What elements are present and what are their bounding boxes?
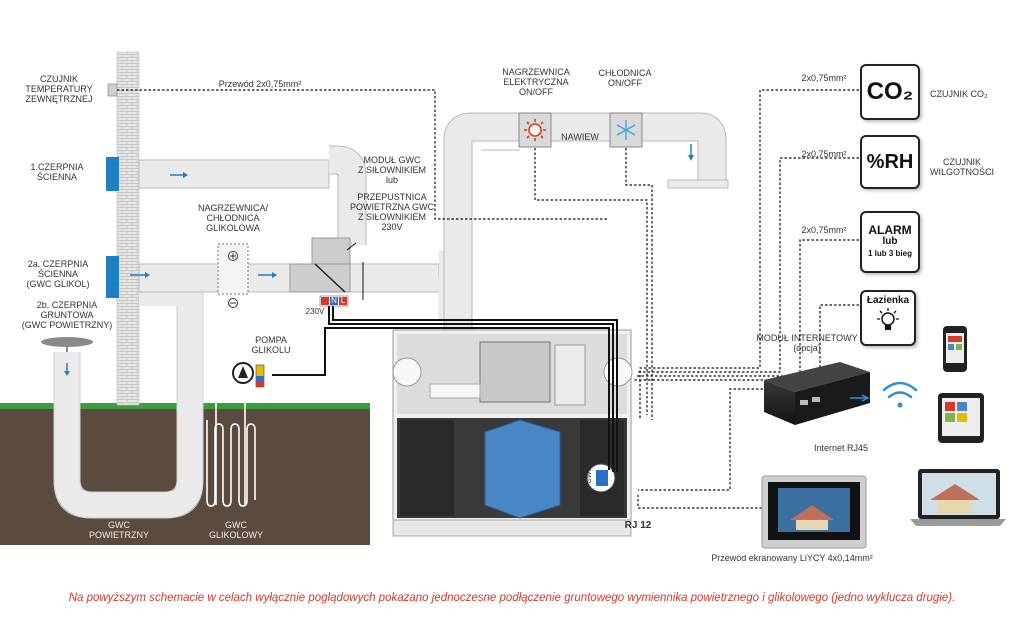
outdoor-sensor-label: CZUJNIK TEMPERATURY ZEWNĘTRZNEJ [25, 74, 93, 104]
wire-alarm-label: 2x0,75mm² [801, 225, 847, 235]
lightbulb-icon [877, 308, 899, 330]
plug-n-label: N [331, 296, 337, 305]
outdoor-temperature-sensor [107, 83, 118, 97]
gwc-glycol-label: GWC GLIKOLOWY [208, 520, 263, 540]
arrow-icon [850, 394, 870, 402]
footnote: Na powyższym schemacie w celach wyłączni… [68, 592, 956, 604]
wall-intake-2a [106, 256, 119, 298]
air-ground-loop [41, 280, 204, 519]
bathroom-switch: Łazienka [860, 290, 916, 346]
wire-co2-label: 2x0,75mm² [801, 73, 847, 83]
glycol-ground-loop [206, 300, 256, 507]
shielded-cable-label: Przewód ekranowany LiYCY 4x0,14mm² [711, 553, 873, 563]
phone-icon [943, 326, 967, 372]
intake-2b-label: 2b. CZERPNIA GRUNTOWA (GWC POWIETRZNY) [21, 300, 113, 330]
alarm-title: ALARM [868, 223, 912, 237]
alarm-lub: lub [882, 236, 898, 247]
glycol-coil [217, 243, 249, 308]
air-handling-unit [392, 329, 633, 537]
wall-intake-1 [106, 157, 119, 191]
gwc-damper-label: PRZEPUSTNICA POWIETRZNA GWC Z SIŁOWNIKIE… [350, 192, 434, 232]
internet-module-label: MODUŁ INTERNETOWY (opcja) [756, 333, 858, 353]
wire-rh-label: 2x0,75mm² [801, 149, 847, 159]
laptop-icon [910, 469, 1006, 526]
internet-rj45-label: Internet RJ45 [813, 443, 869, 453]
supply-duct [443, 112, 729, 330]
rh-text: %RH [866, 150, 914, 173]
intake-1-label: 1.CZERPNIA ŚCIENNA [30, 162, 84, 182]
internet-module-device [764, 362, 870, 425]
heater-label: NAGRZEWNICA ELEKTRYCZNA ON/OFF [502, 67, 570, 97]
control-panel [761, 475, 867, 549]
brick-wall [116, 51, 140, 406]
co2-sensor: CO₂ [860, 64, 920, 120]
bath-text: Łazienka [866, 295, 910, 306]
intake-2a-label: 2a. CZERPNIA ŚCIENNA (GWC GLIKOL) [26, 259, 90, 289]
alarm-switch: ALARM lub 1 lub 3 bieg [860, 211, 920, 273]
power-cables [272, 306, 618, 472]
plug-l-label: L [340, 296, 346, 305]
gwc-unit-wire [346, 242, 364, 300]
glycol-pump [232, 362, 265, 388]
gwc-module-label: MODUŁ GWC Z SIŁOWNIKIEM lub [357, 155, 426, 185]
cooler-label: CHŁODNICA ON/OFF [598, 68, 652, 88]
supply-label: NAWIEW [561, 132, 599, 142]
tablet-icon [938, 393, 984, 443]
gwc-air-label: GWC POWIETRZNY [89, 520, 149, 540]
humidity-sensor: %RH [860, 135, 920, 189]
signal-wires [117, 89, 859, 509]
rh-sensor-label: Czujnik wilgotności [929, 157, 994, 177]
rj12-label: RJ 12 [624, 520, 652, 531]
damper-plug [319, 295, 349, 307]
v230-unit-label: 230V [618, 480, 625, 498]
glycol-coil-label: NAGRZEWNICA/ CHŁODNICA GLIKOLOWA [197, 203, 268, 233]
pump-label: POMPA GLIKOLU [251, 335, 291, 355]
co2-text: CO₂ [866, 78, 914, 105]
v230-left-label: 230V [305, 307, 325, 316]
wire-top-label: Przewód 2x0,75mm² [218, 79, 302, 89]
alarm-sub: 1 lub 3 bieg [867, 249, 912, 258]
gwc-tag-label: GWC [586, 466, 593, 484]
intake-ducts [130, 145, 466, 320]
wifi-icon [882, 381, 918, 408]
co2-sensor-label: CZUJNIK CO₂ [930, 89, 988, 99]
